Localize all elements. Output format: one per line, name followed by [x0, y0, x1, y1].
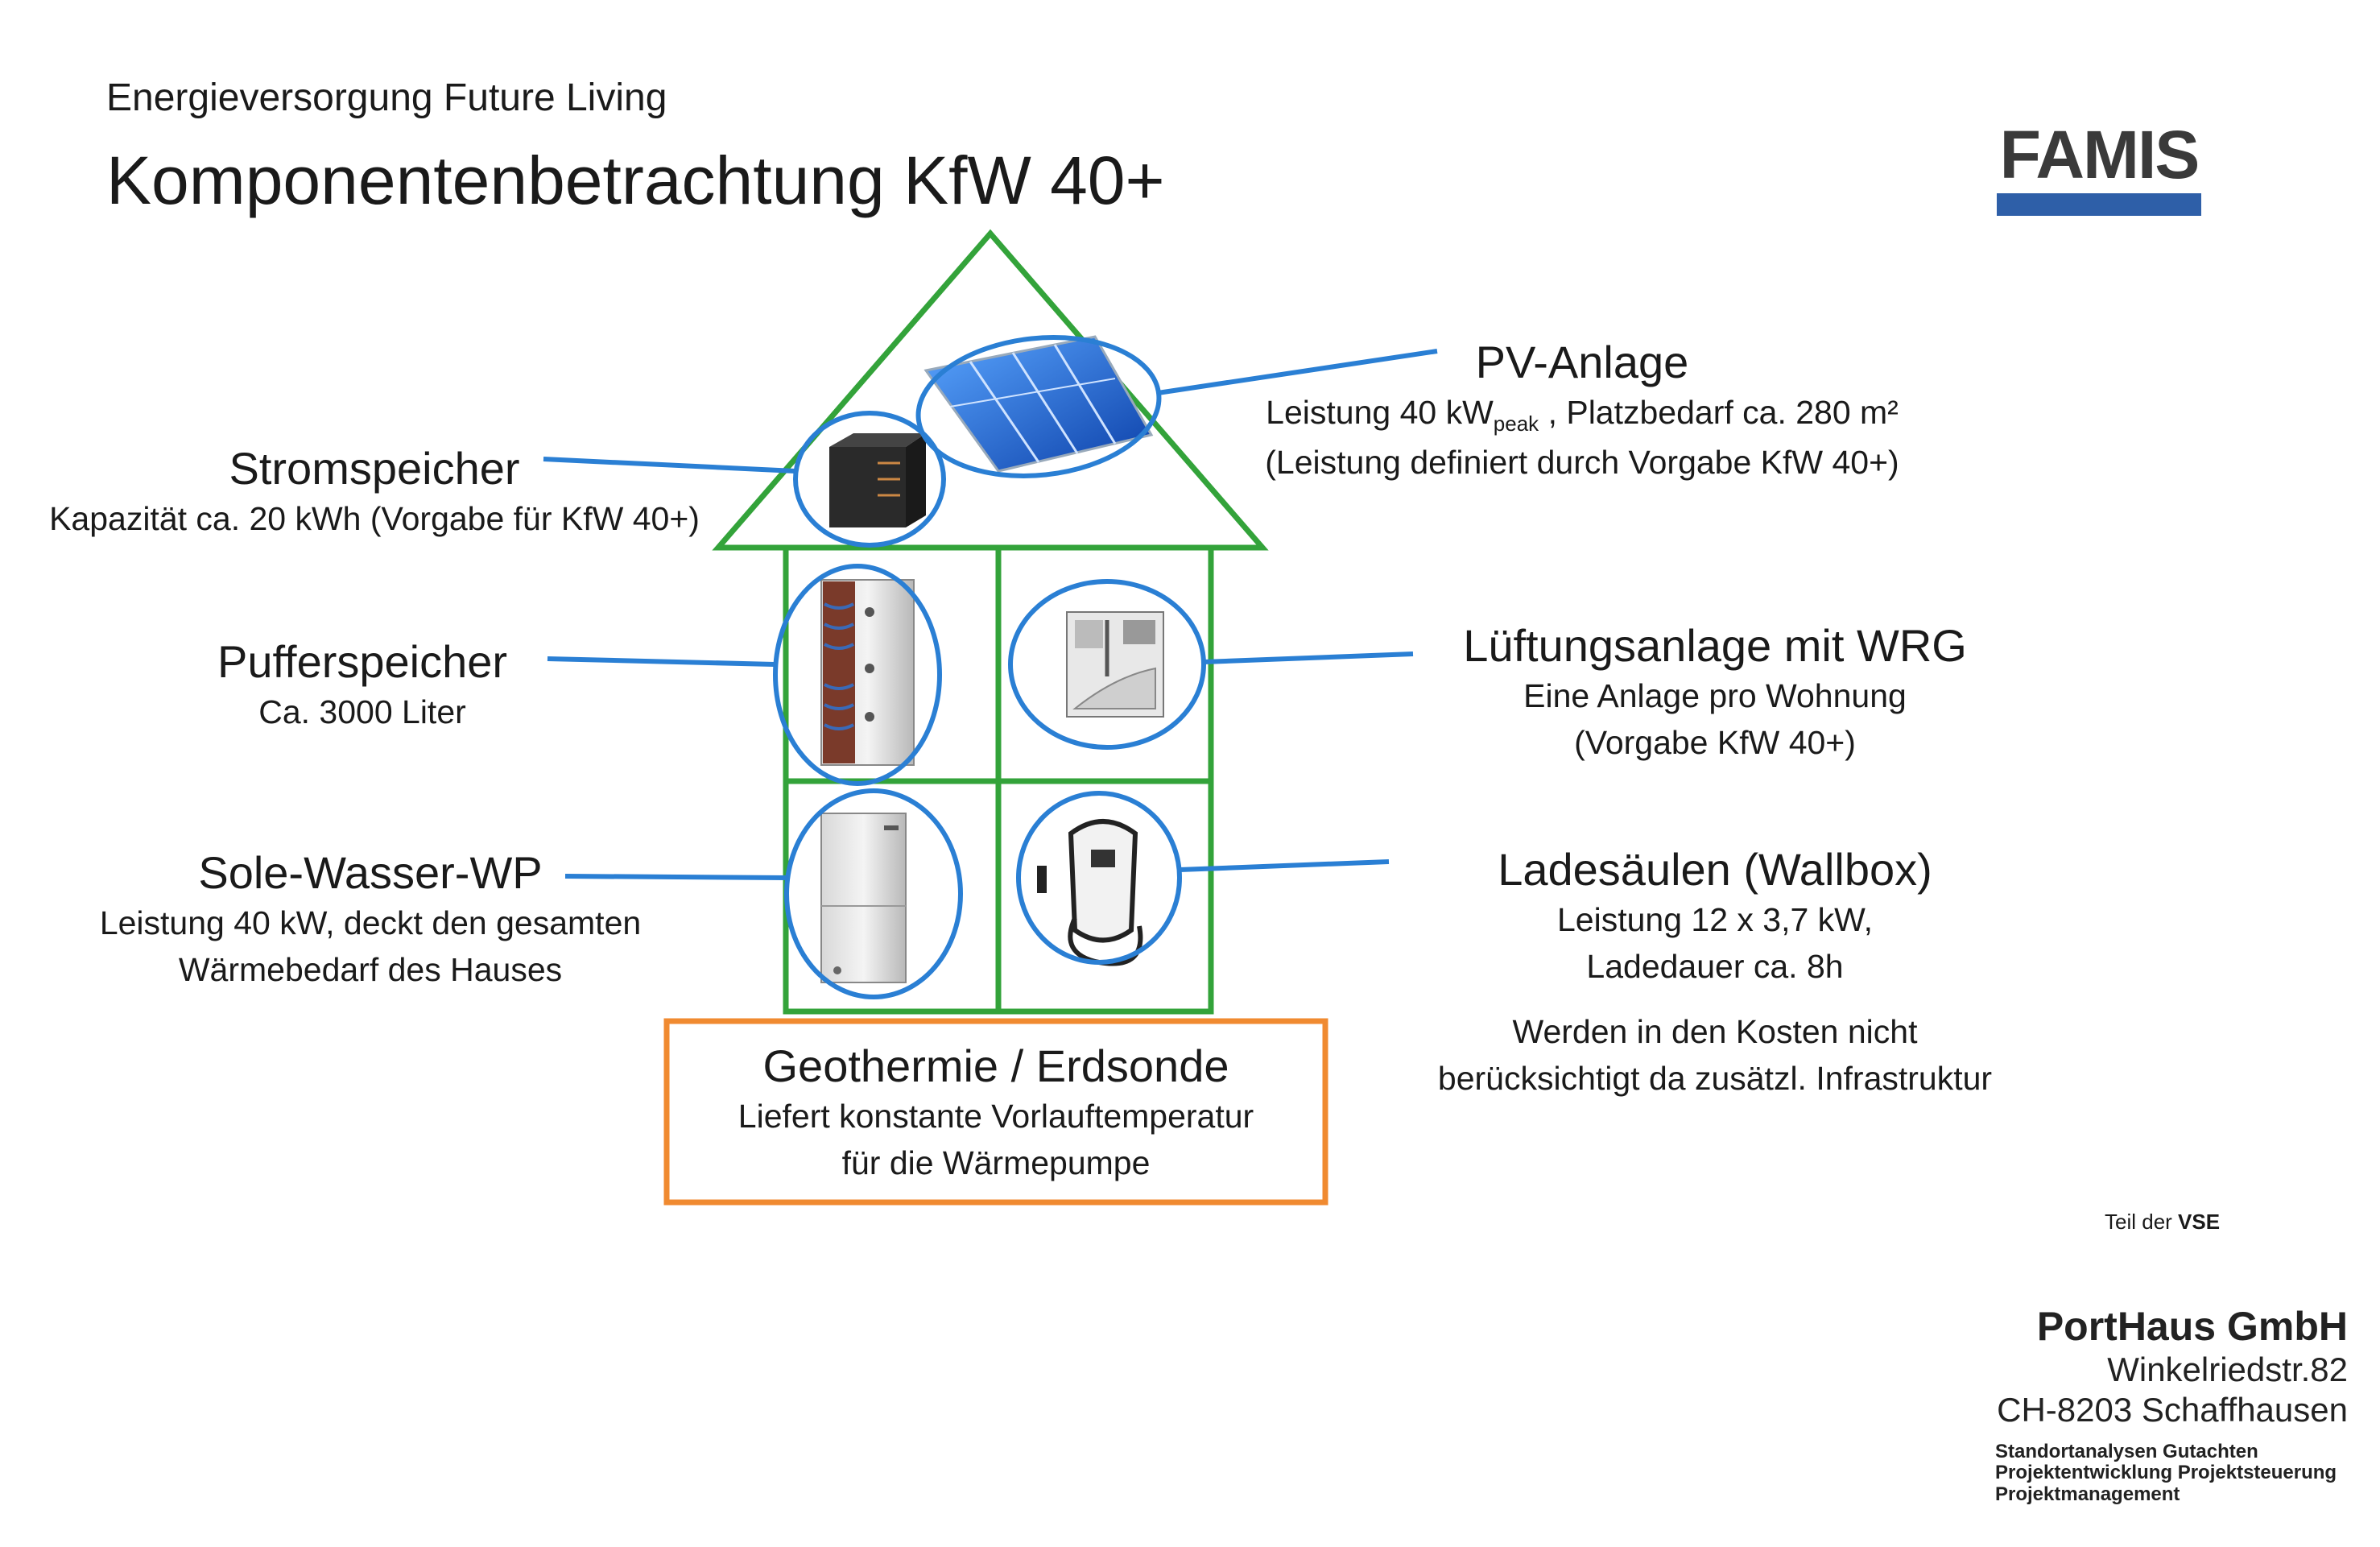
- famis-logo-text: FAMIS: [1999, 117, 2200, 192]
- geothermie-line2: für die Wärmepumpe: [841, 1144, 1151, 1182]
- pv-power-prefix: Leistung 40 kW: [1266, 394, 1494, 432]
- pv-callout-line: [1157, 349, 1438, 395]
- services-line-1: Standortanalysen Gutachten: [1995, 1441, 2258, 1462]
- pv-power-suffix: , Platzbedarf ca. 280 m²: [1539, 394, 1899, 432]
- ladesaeulen-line1: Leistung 12 x 3,7 kW,: [1556, 901, 1873, 939]
- stromspeicher-label: Stromspeicher Kapazität ca. 20 kWh (Vorg…: [24, 441, 725, 542]
- teil-org: VSE: [2178, 1210, 2221, 1234]
- geothermie-line1: Liefert konstante Vorlauftemperatur: [738, 1098, 1254, 1135]
- pv-power-subscript: peak: [1493, 412, 1539, 436]
- stromspeicher-title: Stromspeicher: [229, 443, 520, 494]
- wallbox-highlight: [1016, 791, 1182, 965]
- buffer-tank-highlight: [773, 564, 942, 786]
- waermepumpe-line1: Leistung 40 kW, deckt den gesamten: [99, 904, 642, 942]
- waermepumpe-title: Sole-Wasser-WP: [198, 847, 543, 898]
- heat-pump-highlight: [784, 788, 963, 999]
- company-street: Winkelriedstr.82: [2107, 1351, 2348, 1388]
- famis-logo: FAMIS: [1997, 121, 2201, 216]
- company-city: CH-8203 Schaffhausen: [1997, 1391, 2348, 1429]
- slide-subtitle: Energieversorgung Future Living: [106, 77, 667, 119]
- company-services: Standortanalysen Gutachten Projektentwic…: [1995, 1441, 2337, 1505]
- component-highlights: [773, 335, 1206, 999]
- pv-title: PV-Anlage: [1475, 337, 1689, 387]
- ladesaeulen-note1: Werden in den Kosten nicht: [1512, 1012, 1918, 1050]
- wallbox-image: [1037, 819, 1143, 966]
- pufferspeicher-label: Pufferspeicher Ca. 3000 Liter: [161, 635, 564, 735]
- company-name: PortHaus GmbH: [2036, 1304, 2348, 1349]
- waermepumpe-label: Sole-Wasser-WP Leistung 40 kW, deckt den…: [56, 846, 684, 994]
- pufferspeicher-title: Pufferspeicher: [217, 636, 508, 687]
- ladesaeulen-title: Ladesäulen (Wallbox): [1498, 844, 1932, 895]
- slide-title: Komponentenbetrachtung KfW 40+: [106, 143, 1165, 218]
- lueftung-title: Lüftungsanlage mit WRG: [1463, 620, 1967, 671]
- ventilation-highlight: [1008, 579, 1206, 750]
- geothermie-title: Geothermie / Erdsonde: [762, 1040, 1229, 1091]
- ladesaeulen-label: Ladesäulen (Wallbox) Leistung 12 x 3,7 k…: [1337, 842, 2093, 1102]
- pv-panel-image: [923, 335, 1154, 473]
- lueftung-label: Lüftungsanlage mit WRG Eine Anlage pro W…: [1369, 618, 2061, 767]
- callout-lines: [543, 349, 1438, 880]
- lueftung-line1: Eine Anlage pro Wohnung: [1523, 677, 1907, 715]
- geothermal-box: [663, 1018, 1328, 1206]
- pv-power-line: Leistung 40 kWpeak , Platzbedarf ca. 280…: [1236, 389, 1928, 439]
- battery-image: [829, 433, 926, 527]
- geothermie-label: Geothermie / Erdsonde Liefert konstante …: [670, 1039, 1322, 1187]
- services-line-3: Projektmanagement: [1995, 1483, 2180, 1505]
- teil-prefix: Teil der: [2105, 1210, 2179, 1234]
- lueftung-line2: (Vorgabe KfW 40+): [1574, 724, 1856, 762]
- pv-note: (Leistung definiert durch Vorgabe KfW 40…: [1265, 444, 1899, 482]
- house-outline: [712, 229, 1269, 1015]
- company-address: PortHaus GmbH Winkelriedstr.82 CH-8203 S…: [1997, 1303, 2348, 1431]
- pv-label: PV-Anlage Leistung 40 kWpeak , Platzbeda…: [1236, 335, 1928, 486]
- buffer-tank-image: [820, 579, 915, 766]
- teil-der-vse: Teil der VSE: [2105, 1210, 2220, 1235]
- wallbox-callout-line: [1179, 859, 1390, 872]
- heat-pump-image: [820, 813, 907, 983]
- pufferspeicher-volume: Ca. 3000 Liter: [258, 693, 466, 731]
- ladesaeulen-note2: berücksichtigt da zusätzl. Infrastruktur: [1437, 1059, 1993, 1097]
- ventilation-callout-line: [1203, 651, 1414, 664]
- stromspeicher-capacity: Kapazität ca. 20 kWh (Vorgabe für KfW 40…: [49, 500, 700, 538]
- ventilation-image: [1066, 611, 1164, 718]
- buffer-callout-line: [547, 656, 775, 667]
- ladesaeulen-line2: Ladedauer ca. 8h: [1586, 948, 1844, 986]
- services-line-2: Projektentwicklung Projektsteuerung: [1995, 1462, 2337, 1484]
- battery-callout-line: [543, 457, 796, 474]
- famis-logo-bar: [1997, 193, 2201, 216]
- battery-highlight: [793, 411, 946, 548]
- heat-pump-callout-line: [564, 874, 787, 880]
- waermepumpe-line2: Wärmebedarf des Hauses: [178, 951, 563, 989]
